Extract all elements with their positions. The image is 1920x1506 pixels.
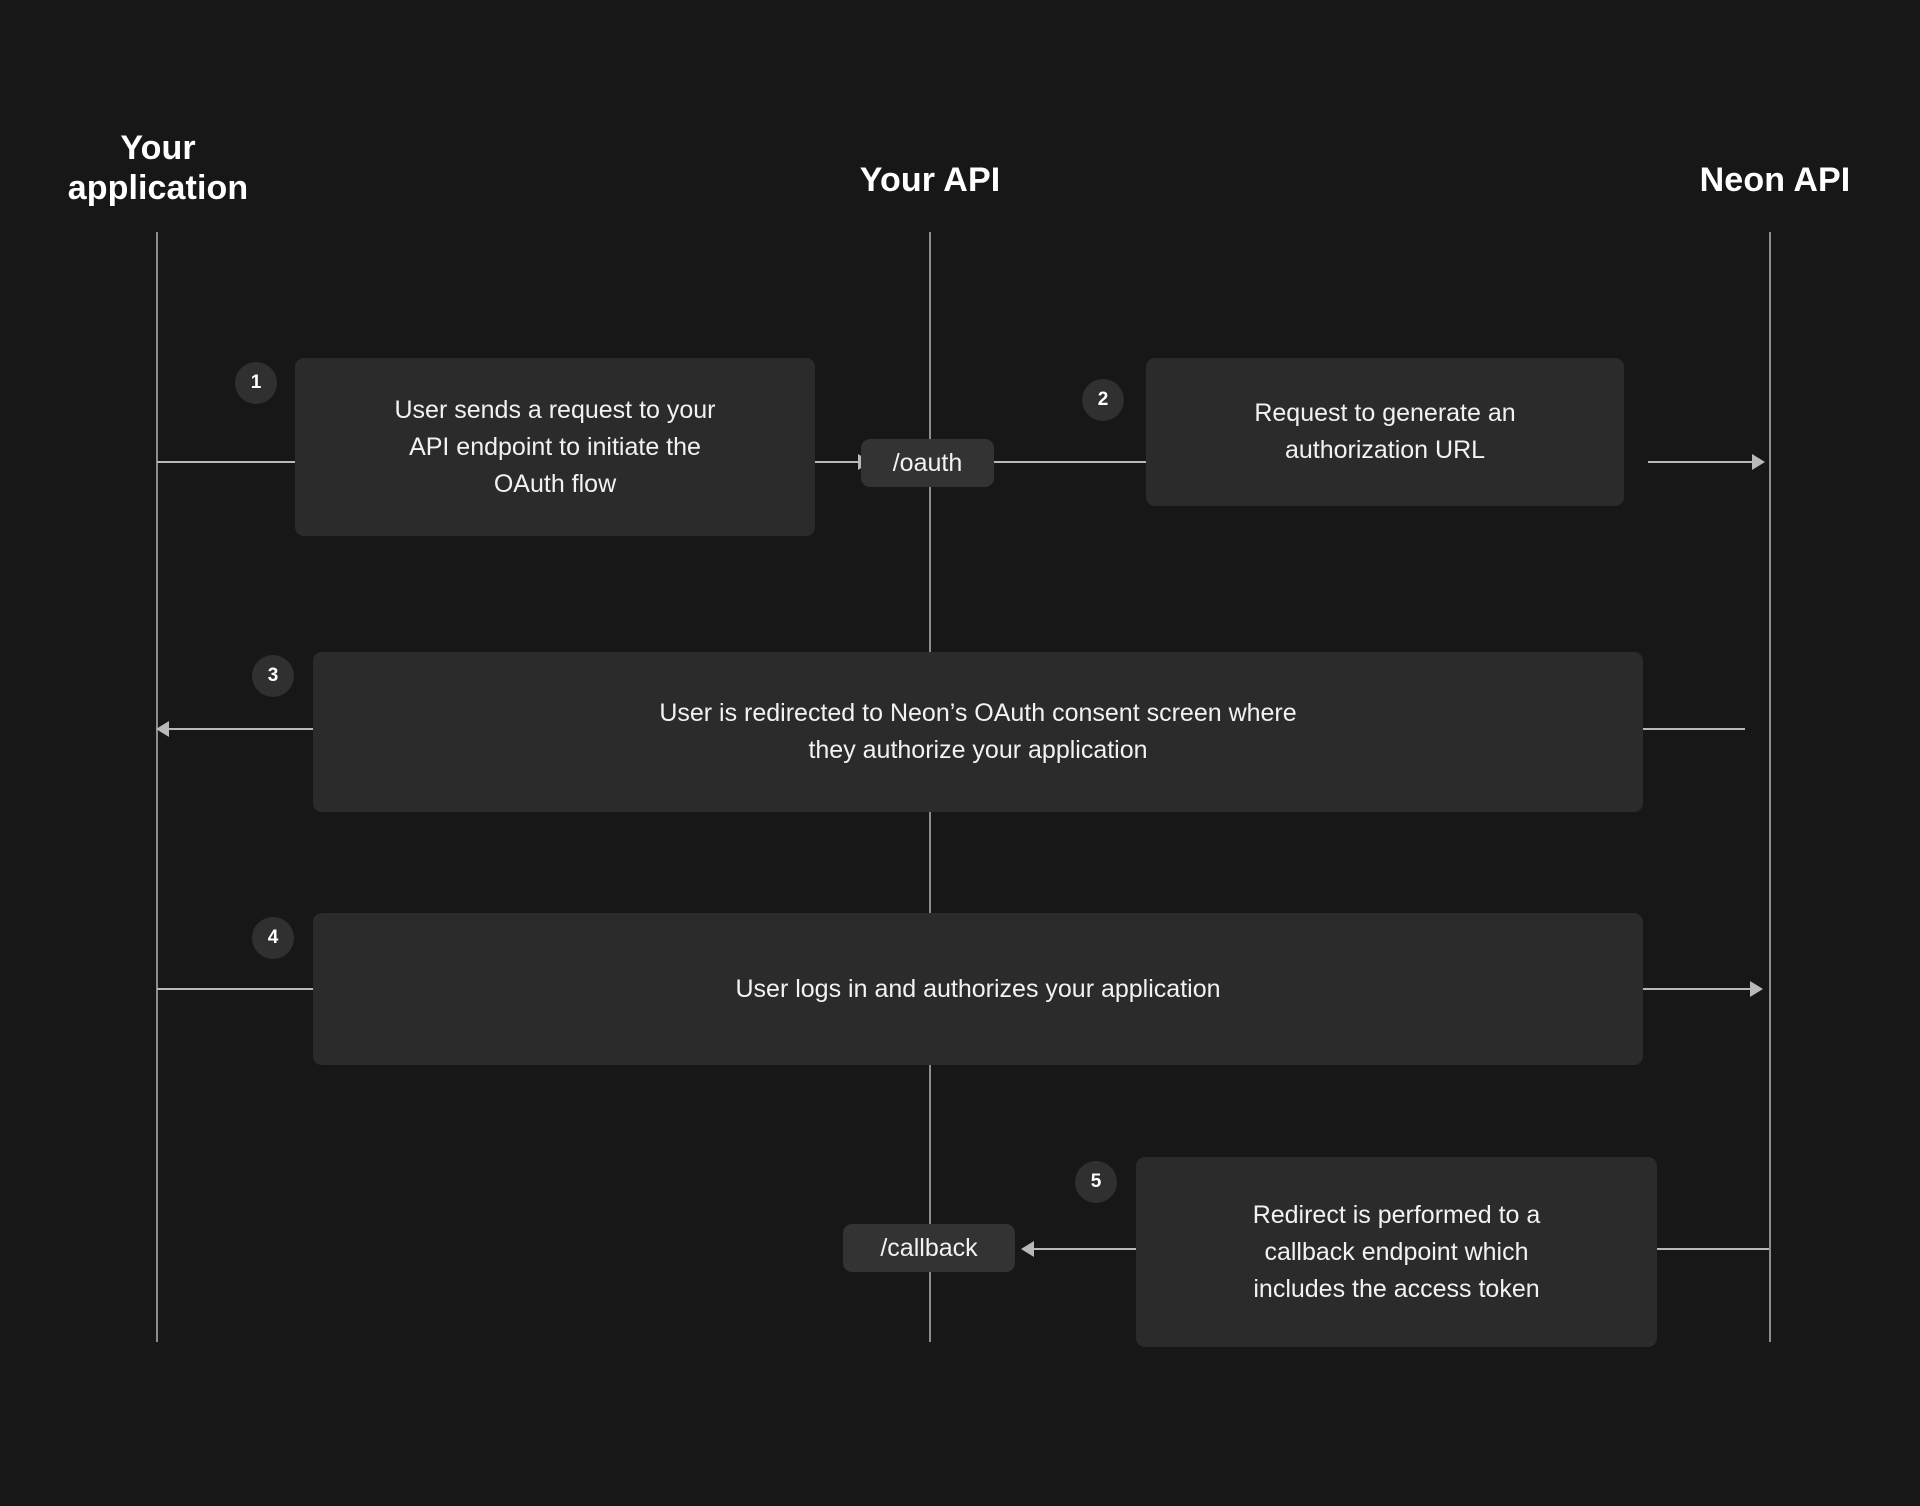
message-box-step-5: Redirect is performed to a callback endp… — [1136, 1157, 1657, 1347]
endpoint-pill-callback[interactable]: /callback — [843, 1224, 1015, 1272]
arrow-head-step-5 — [1021, 1241, 1034, 1257]
message-box-step-3: User is redirected to Neon’s OAuth conse… — [313, 652, 1643, 812]
connector-step-5-right — [1657, 1248, 1769, 1250]
step-badge-3: 3 — [252, 655, 294, 697]
message-text-step-1: User sends a request to your API endpoin… — [394, 395, 716, 498]
connector-step-1-left — [157, 461, 297, 463]
connector-step-1-right — [815, 461, 861, 463]
arrow-head-step-2 — [1752, 454, 1765, 470]
connector-step-4-right — [1643, 988, 1753, 990]
connector-step-3-left — [168, 728, 313, 730]
message-text-step-5: Redirect is performed to a callback endp… — [1252, 1200, 1541, 1303]
step-badge-1: 1 — [235, 362, 277, 404]
arrow-head-step-3 — [156, 721, 169, 737]
message-text-step-3: User is redirected to Neon’s OAuth conse… — [659, 699, 1297, 764]
message-box-step-1: User sends a request to your API endpoin… — [295, 358, 815, 536]
step-badge-2: 2 — [1082, 379, 1124, 421]
message-text-step-2: Request to generate an authorization URL — [1254, 399, 1516, 464]
endpoint-pill-oauth[interactable]: /oauth — [861, 439, 994, 487]
connector-step-3-right — [1643, 728, 1745, 730]
lane-title-your-application: Your application — [67, 129, 249, 208]
lifeline-your-application — [156, 232, 158, 1342]
step-badge-4: 4 — [252, 917, 294, 959]
lane-title-your-api: Your API — [859, 161, 1001, 199]
connector-step-2-right — [1648, 461, 1756, 463]
message-box-step-4: User logs in and authorizes your applica… — [313, 913, 1643, 1065]
connector-step-2-left — [994, 461, 1146, 463]
connector-step-5-left — [1033, 1248, 1136, 1250]
lane-title-neon-api: Neon API — [1699, 161, 1851, 199]
message-text-step-4: User logs in and authorizes your applica… — [735, 974, 1221, 1003]
connector-step-4-left — [157, 988, 313, 990]
message-box-step-2: Request to generate an authorization URL — [1146, 358, 1624, 506]
lifeline-neon-api — [1769, 232, 1771, 1342]
step-badge-5: 5 — [1075, 1161, 1117, 1203]
arrow-head-step-4 — [1750, 981, 1763, 997]
